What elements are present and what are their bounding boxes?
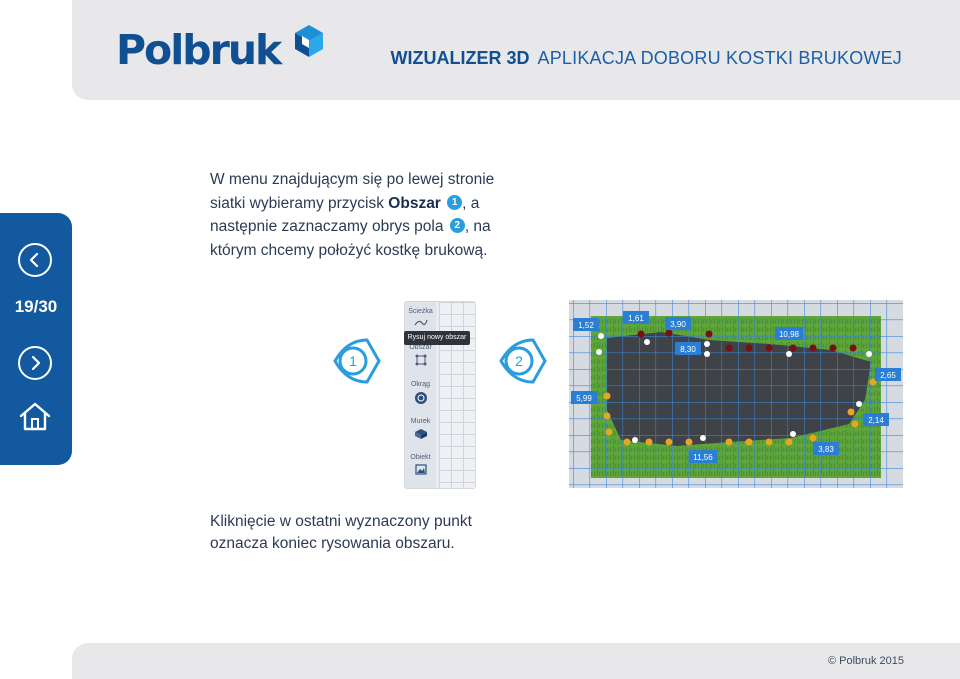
header-bar [72,0,960,100]
menu-item-object-label: Obiekt [410,454,431,461]
menu-panel: Ścieżka Obszar Okrąg Murek Obiekt [404,301,476,489]
menu-item-circle-label: Okrąg [410,381,431,388]
dimension-labels: 1,52 1,61 3,90 8,30 10,98 2,65 5,99 2,14… [571,311,901,463]
dimension-label: 2,65 [880,371,896,380]
menu-item-path[interactable]: Ścieżka [405,308,436,326]
prev-button[interactable] [18,243,52,277]
home-icon [19,402,51,431]
outline-points-white [596,333,872,443]
menu-item-area-label: Obszar [409,344,432,351]
dimension-label: 2,14 [868,416,884,425]
wall-icon [414,429,427,439]
dimension-label: 5,99 [576,394,592,403]
copyright: © Polbruk 2015 [828,655,904,667]
instruction-text: W menu znajdującym się po lewej stronie … [210,168,500,262]
menu-item-area[interactable]: Obszar [405,344,436,366]
instruction-bold-term: Obszar [388,194,441,212]
logo-cube-icon [295,25,323,57]
app-title-strong: WIZUALIZER 3D [390,48,530,68]
step-marker-1-label: 1 [349,353,357,369]
dimension-label: 8,30 [680,345,696,354]
path-icon [414,319,428,326]
instruction-line-a: W menu znajdującym się po lewej stronie … [210,171,495,212]
app-title-light: APLIKACJA DOBORU KOSTKI BRUKOWEJ [537,48,902,68]
chevron-right-icon [31,355,41,371]
next-button[interactable] [18,346,52,380]
tooltip-draw-area: Rysuj nowy obszar [404,331,470,345]
logo-text: Polbruk [116,26,282,74]
app-title: WIZUALIZER 3D APLIKACJA DOBORU KOSTKI BRU… [391,48,902,69]
instruction-line-b: , a następnie zaznaczamy obrys pola [210,194,480,236]
circle-icon [414,392,427,404]
step-marker-1: 1 [333,338,381,384]
menu-item-circle[interactable]: Okrąg [405,381,436,405]
polbruk-logo: Polbruk [116,25,323,74]
dimension-label: 1,52 [578,321,594,330]
menu-grid [439,302,475,488]
instruction-line-c: , na którym chcemy położyć kostkę brukow… [210,218,491,259]
outline-points-red [637,329,857,352]
menu-item-wall[interactable]: Murek [405,418,436,440]
badge-1: 1 [447,194,463,210]
chevron-left-icon [29,252,39,268]
area-drawing-canvas[interactable]: 1,52 1,61 3,90 8,30 10,98 2,65 5,99 2,14… [569,300,903,488]
area-drawing-svg: 1,52 1,61 3,90 8,30 10,98 2,65 5,99 2,14… [569,300,903,488]
outline-points-yellow [603,378,877,446]
dimension-label: 3,90 [670,320,686,329]
badge-2: 2 [449,218,465,233]
home-button[interactable] [18,399,52,433]
footer-bar: © Polbruk 2015 [72,643,960,679]
dimension-label: 1,61 [628,314,644,323]
step-marker-2: 2 [499,338,547,384]
step-marker-2-label: 2 [515,353,523,369]
dimension-label: 10,98 [779,330,800,339]
dimension-label: 11,56 [693,453,713,462]
area-icon [415,354,426,366]
page-counter: 19/30 [14,297,58,316]
dimension-label: 3,83 [818,445,834,454]
sidebar-nav: 19/30 [0,213,72,465]
note-text: Kliknięcie w ostatni wyznaczony punkt oz… [210,513,472,552]
menu-item-object[interactable]: Obiekt [405,454,436,475]
menu-item-path-label: Ścieżka [408,308,433,315]
menu-item-wall-label: Murek [410,418,431,425]
object-icon [414,464,427,475]
